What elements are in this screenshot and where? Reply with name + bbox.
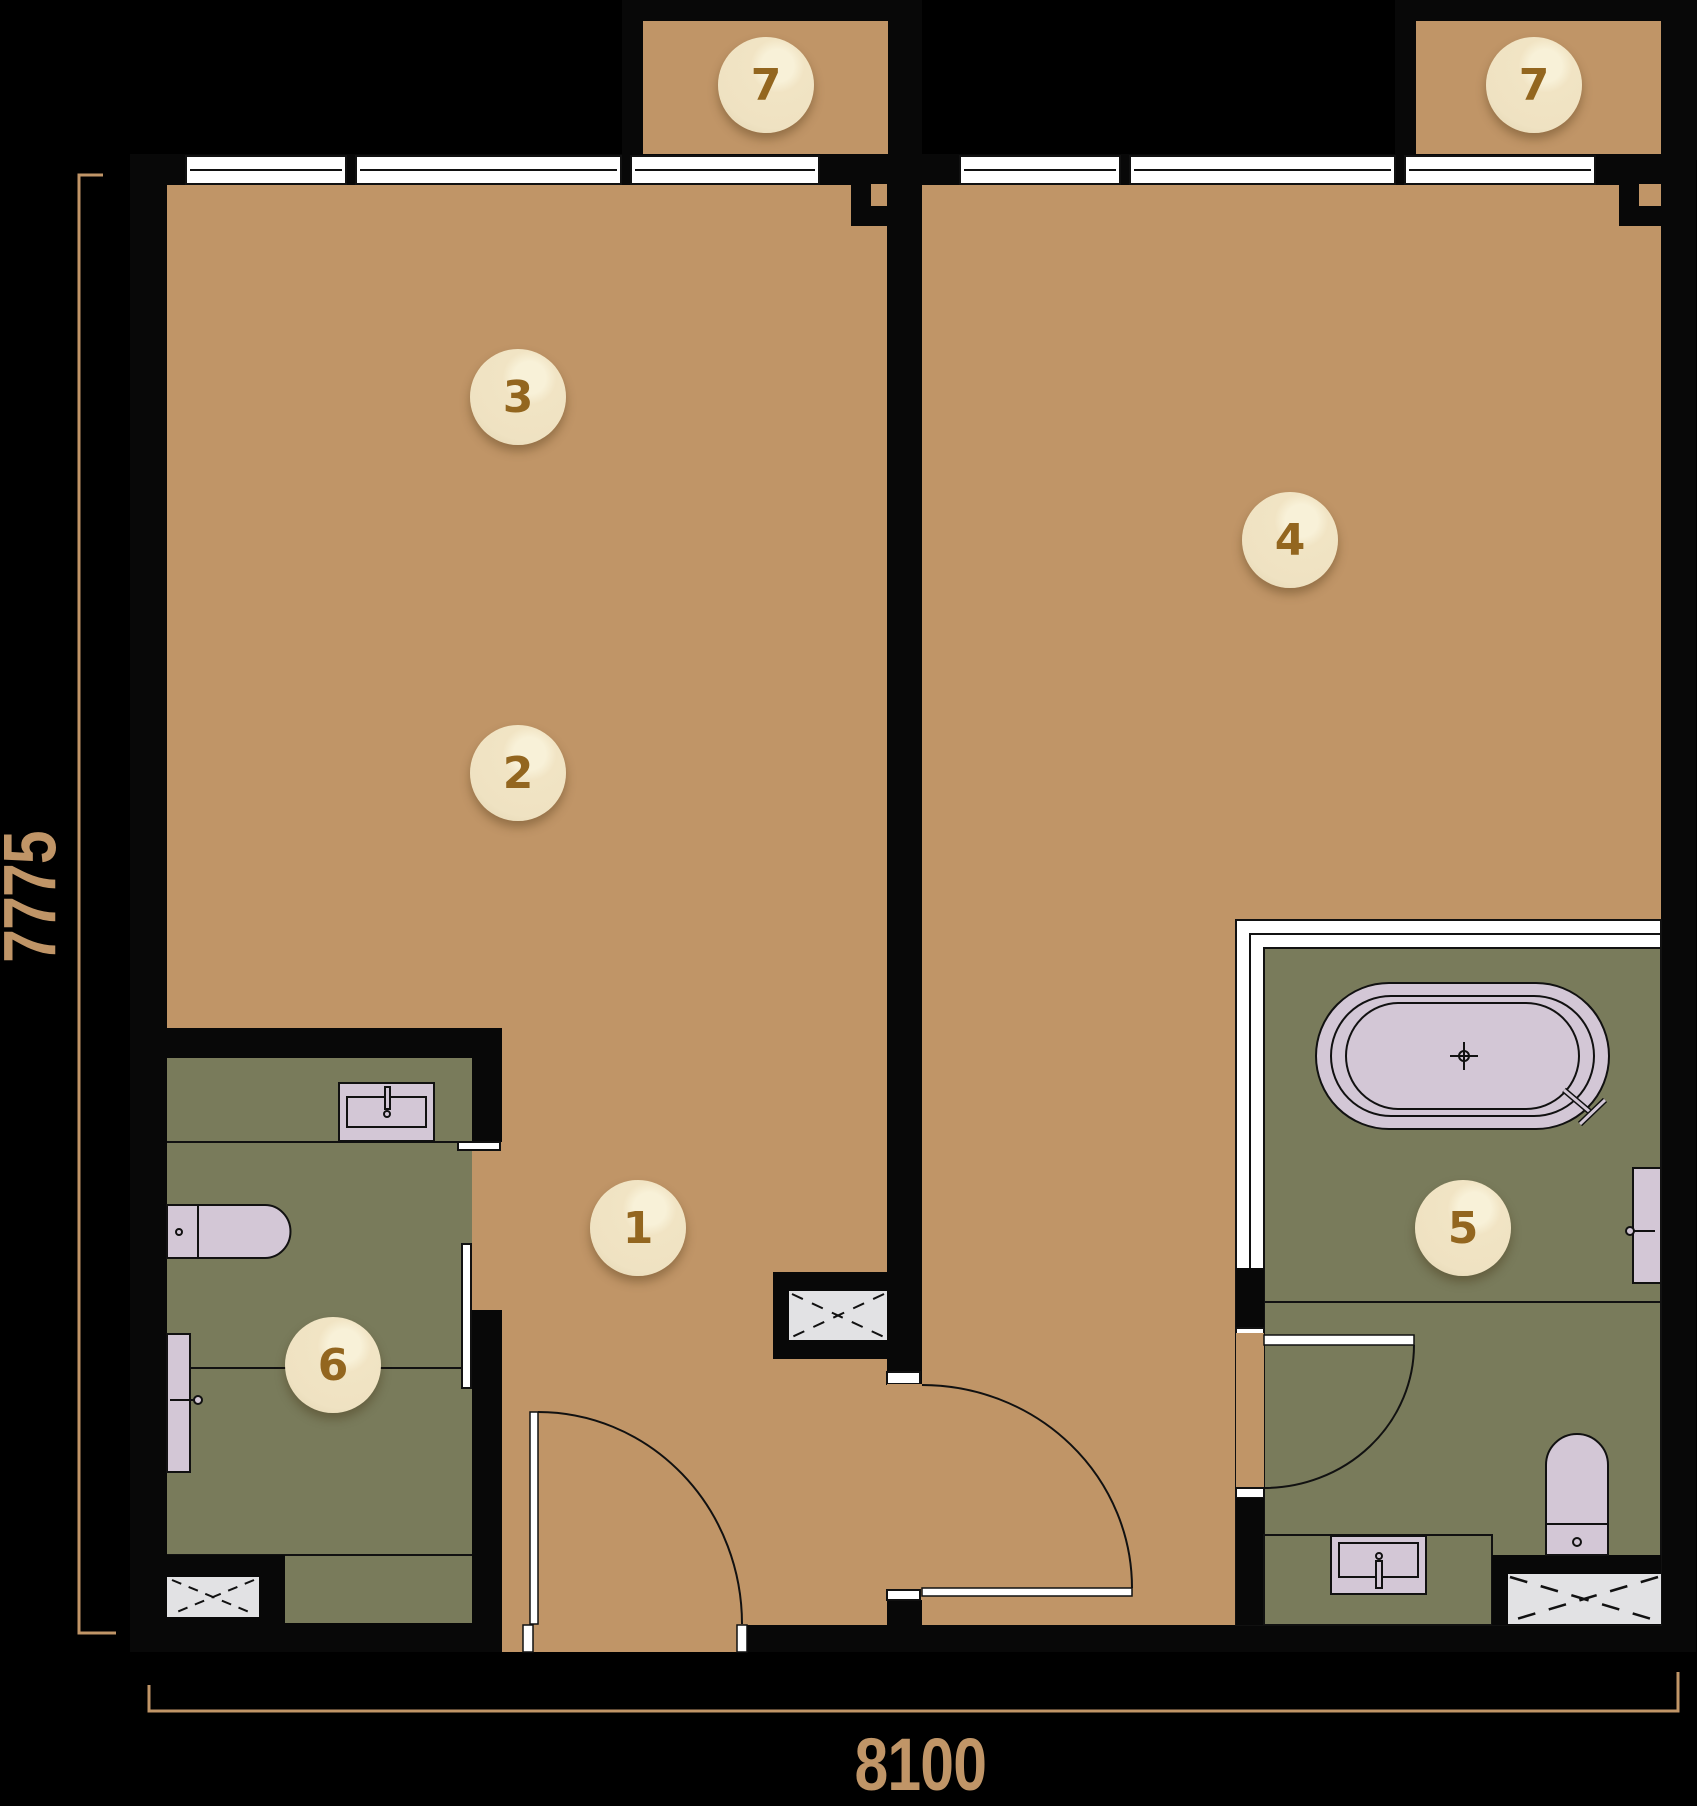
room-badge-foyer[interactable]: 1 — [590, 1180, 686, 1276]
room-number: 5 — [1447, 1202, 1479, 1254]
room-badge-dining[interactable]: 3 — [470, 349, 566, 445]
door-swing-icon[interactable] — [886, 1384, 1133, 1601]
room-number: 7 — [750, 59, 782, 111]
shower-icon — [1508, 1574, 1661, 1624]
room-number: 6 — [317, 1339, 349, 1391]
room-number: 3 — [502, 371, 534, 423]
room-badge-living[interactable]: 2 — [470, 725, 566, 821]
room-badge-master-bathroom[interactable]: 5 — [1415, 1180, 1511, 1276]
door-swing-icon[interactable] — [502, 1411, 748, 1653]
room-number: 4 — [1274, 514, 1306, 566]
bathtub-icon — [1315, 982, 1610, 1130]
room-badge-balcony-right[interactable]: 7 — [1486, 37, 1582, 133]
column-corner-left — [851, 160, 887, 226]
height-dimension-label: 7775 — [0, 831, 72, 963]
closet-icon — [167, 1577, 259, 1617]
width-dimension-line — [147, 1672, 1680, 1713]
room-number: 7 — [1518, 59, 1550, 111]
shower-icon — [166, 1333, 203, 1473]
room-number: 2 — [502, 747, 534, 799]
room-badge-bedroom[interactable]: 4 — [1242, 492, 1338, 588]
partition-wall — [887, 154, 922, 1384]
door-leaf-bathroom-left[interactable] — [461, 1243, 472, 1389]
room-badge-bathroom[interactable]: 6 — [285, 1317, 381, 1413]
width-dimension-label: 8100 — [854, 1723, 987, 1806]
sink-icon — [338, 1082, 435, 1142]
toilet-icon — [166, 1204, 292, 1259]
room-number: 1 — [622, 1202, 654, 1254]
closet-icon — [773, 1272, 887, 1359]
room-badge-balcony-left[interactable]: 7 — [718, 37, 814, 133]
sink-icon — [1625, 1167, 1662, 1284]
window-icon — [185, 155, 1596, 185]
height-dimension-line — [77, 173, 116, 1635]
column-corner-right — [1619, 160, 1661, 226]
toilet-icon — [1545, 1433, 1609, 1556]
sink-icon — [1330, 1535, 1427, 1595]
